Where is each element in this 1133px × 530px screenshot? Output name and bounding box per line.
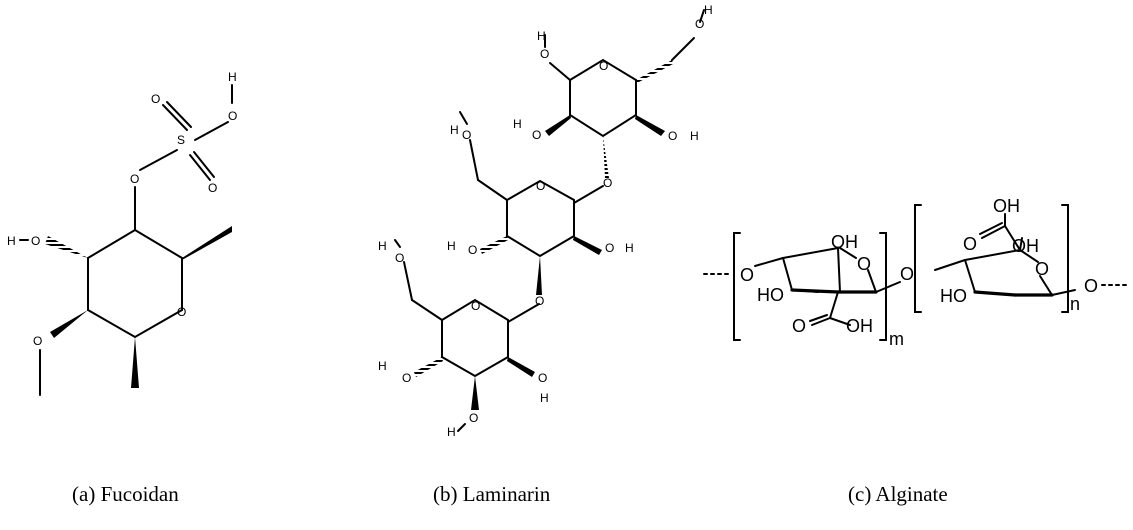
atom-h: H xyxy=(540,391,549,405)
alginate-structure: O OH O HO O OH m O OH O OH O HO n O xyxy=(703,196,1131,349)
atom-o: O xyxy=(532,128,541,142)
caption-laminarin: (b) Laminarin xyxy=(433,482,550,507)
atom-h: H xyxy=(625,241,634,255)
atom-o: O xyxy=(536,179,545,193)
atom-s: S xyxy=(177,133,185,147)
atom-o: O xyxy=(900,264,914,284)
atom-o: O xyxy=(31,234,40,248)
fucoidan-structure: O S O O O H O H O O xyxy=(7,70,237,396)
caption-letter: (a) xyxy=(72,482,96,506)
laminarin-structure: H O O O H O H O H O H O O O H O H O H O … xyxy=(378,3,713,439)
atom-o: O xyxy=(538,371,547,385)
atom-o: O xyxy=(228,109,237,123)
atom-o: O xyxy=(740,265,754,285)
atom-h: H xyxy=(228,70,237,84)
subscript-n: n xyxy=(1070,294,1080,314)
atom-o: O xyxy=(792,316,806,336)
caption-name: Laminarin xyxy=(462,482,551,506)
atom-o: O xyxy=(1084,276,1098,296)
atom-o: O xyxy=(130,172,139,186)
atom-o: O xyxy=(468,243,477,257)
atom-h: H xyxy=(690,129,699,143)
subscript-m: m xyxy=(889,329,904,349)
atom-oh: OH xyxy=(846,316,873,336)
atom-o: O xyxy=(540,47,549,61)
atom-o: O xyxy=(395,251,404,265)
caption-name: Alginate xyxy=(875,482,948,506)
atom-o: O xyxy=(462,128,471,142)
atom-h: H xyxy=(7,234,16,248)
atom-h: H xyxy=(378,239,387,253)
atom-o: O xyxy=(1035,259,1049,279)
atom-o: O xyxy=(33,334,42,348)
atom-o: O xyxy=(603,176,612,190)
atom-oh: OH xyxy=(993,196,1020,216)
atom-h: H xyxy=(513,117,522,131)
atom-ho: HO xyxy=(940,286,967,306)
atom-h: H xyxy=(378,359,387,373)
caption-letter: (b) xyxy=(433,482,458,506)
atom-h: H xyxy=(447,239,456,253)
atom-o: O xyxy=(177,305,186,319)
atom-h: H xyxy=(450,123,459,137)
atom-o: O xyxy=(695,17,704,31)
atom-o: O xyxy=(469,411,478,425)
atom-o: O xyxy=(605,241,614,255)
atom-oh: OH xyxy=(1012,236,1039,256)
caption-letter: (c) xyxy=(848,482,872,506)
atom-o: O xyxy=(963,234,977,254)
atom-h: H xyxy=(447,425,456,439)
caption-alginate: (c) Alginate xyxy=(848,482,948,507)
atom-oh: OH xyxy=(831,232,858,252)
atom-o: O xyxy=(151,92,160,106)
atom-o: O xyxy=(668,129,677,143)
atom-o: O xyxy=(471,299,480,313)
caption-name: Fucoidan xyxy=(100,482,179,506)
atom-o: O xyxy=(599,59,608,73)
atom-o: O xyxy=(208,181,217,195)
caption-fucoidan: (a) Fucoidan xyxy=(72,482,179,507)
atom-h: H xyxy=(704,3,713,17)
atom-ho: HO xyxy=(757,285,784,305)
atom-o: O xyxy=(857,254,871,274)
atom-o: O xyxy=(402,371,411,385)
atom-h: H xyxy=(537,29,546,43)
atom-o: O xyxy=(535,294,544,308)
